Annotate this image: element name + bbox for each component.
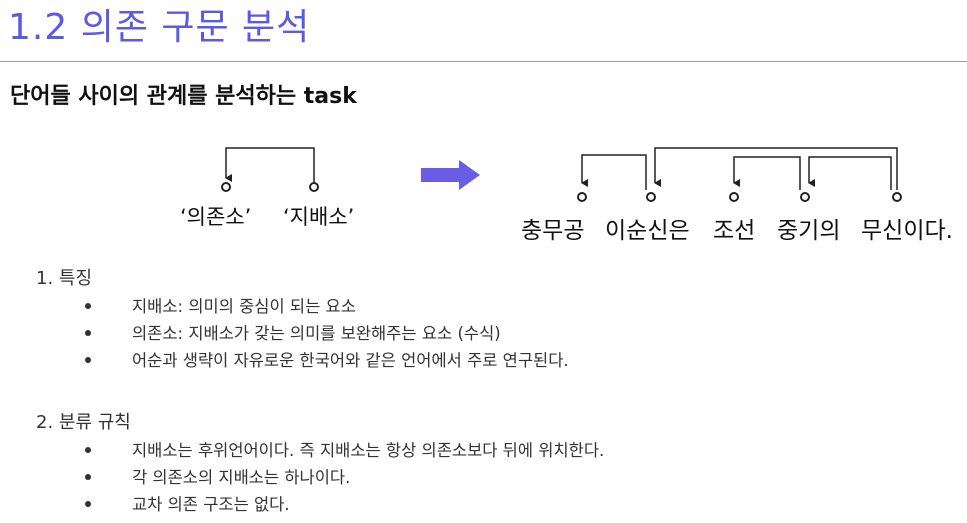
left-dependency-arc bbox=[225, 147, 315, 182]
word-joseon: 조선 bbox=[713, 218, 756, 244]
list-item: 지배소는 후위언어이다. 즉 지배소는 항상 의존소보다 뒤에 위치한다. bbox=[76, 437, 604, 464]
node-isunsin bbox=[646, 192, 656, 202]
list-item: 어순과 생략이 자유로운 한국어와 같은 언어에서 주로 연구된다. bbox=[76, 347, 569, 374]
section-features-heading: 1. 특징 bbox=[36, 268, 93, 289]
list-item: 지배소: 의미의 중심이 되는 요소 bbox=[76, 293, 569, 320]
list-item: 교차 의존 구조는 없다. bbox=[76, 491, 604, 518]
subtitle: 단어들 사이의 관계를 분석하는 task bbox=[10, 84, 357, 109]
word-junggi: 중기의 bbox=[777, 218, 841, 244]
node-musin bbox=[892, 192, 902, 202]
section-rules-heading: 2. 분류 규칙 bbox=[36, 412, 131, 433]
list-item: 의존소: 지배소가 갖는 의미를 보완해주는 요소 (수식) bbox=[76, 320, 569, 347]
node-chungmugong bbox=[577, 192, 587, 202]
word-musin: 무신이다. bbox=[861, 218, 953, 244]
list-item: 각 의존소의 지배소는 하나이다. bbox=[76, 464, 604, 491]
word-isunsin: 이순신은 bbox=[605, 218, 690, 244]
section-features-list: 지배소: 의미의 중심이 되는 요소 의존소: 지배소가 갖는 의미를 보완해주… bbox=[76, 293, 569, 374]
arc-isunsin-to-chungmugong bbox=[581, 154, 647, 190]
left-node-dependent bbox=[221, 182, 231, 192]
node-joseon bbox=[729, 192, 739, 202]
left-node-head bbox=[309, 182, 319, 192]
page-title: 1.2 의존 구문 분석 bbox=[8, 7, 311, 48]
node-junggi bbox=[800, 192, 810, 202]
section-rules-list: 지배소는 후위언어이다. 즉 지배소는 항상 의존소보다 뒤에 위치한다. 각 … bbox=[76, 437, 604, 518]
word-chungmugong: 충무공 bbox=[521, 218, 585, 244]
arc-junggi-to-joseon bbox=[733, 156, 801, 190]
word-dependent: ‘의존소’ bbox=[180, 205, 252, 229]
transition-arrow-icon bbox=[421, 160, 480, 190]
word-head: ‘지배소’ bbox=[283, 205, 355, 229]
arc-musin-to-junggi bbox=[808, 156, 892, 190]
arc-musin-to-isunsin bbox=[654, 147, 898, 190]
title-divider bbox=[0, 61, 967, 62]
